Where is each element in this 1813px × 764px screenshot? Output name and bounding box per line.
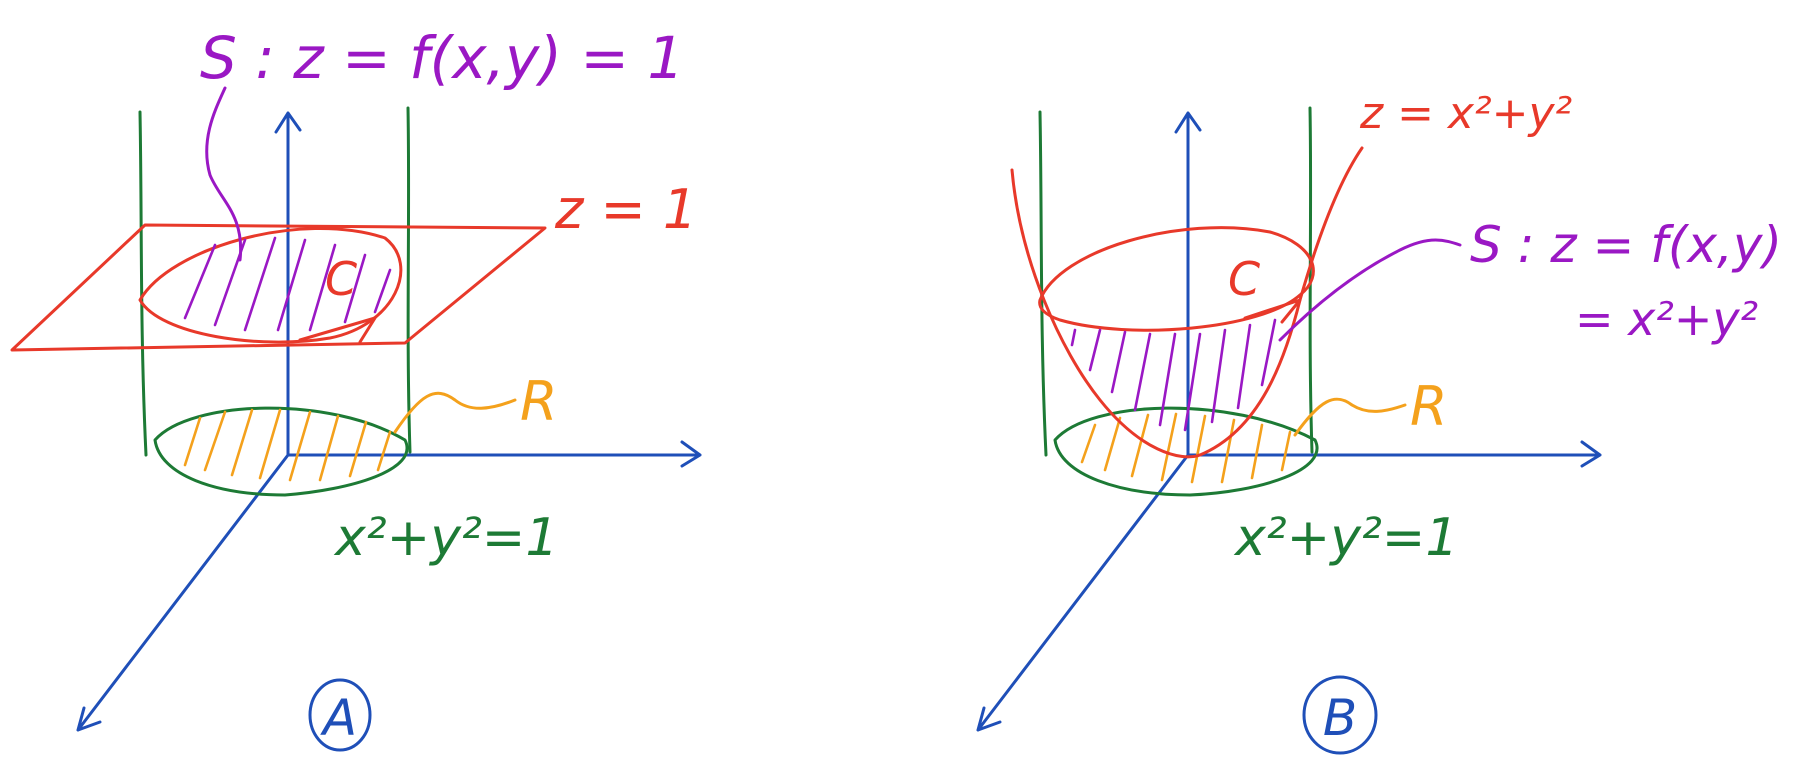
surface-s-label-b: S : z = f(x,y) [1470, 216, 1782, 274]
curve-c-a [138, 227, 403, 344]
paraboloid-label-b: z = x²+y² [1359, 88, 1572, 139]
region-r-hatch-a [183, 408, 392, 482]
y-axis-a [286, 440, 702, 468]
cylinder-label-b: x²+y²=1 [1233, 508, 1458, 568]
panel-a: S : z = f(x,y) = 1 z = 1 C R x²+y²=1 A [10, 24, 702, 752]
panel-b: z = x²+y² S : z = f(x,y) = x²+y² C R x²+… [976, 88, 1782, 755]
axes-b [976, 111, 1602, 732]
panel-b-circle [1302, 675, 1378, 755]
curve-c-arrow-a [298, 316, 377, 344]
region-r-hatch-b [1080, 412, 1292, 484]
panel-a-label: A [320, 689, 357, 747]
surface-s-pointer-a [205, 86, 243, 262]
cylinder-b [1038, 106, 1319, 497]
plane-label-a: z = 1 [554, 178, 697, 241]
surface-s-hatch-b [1070, 318, 1277, 432]
curve-c-arrow-b [1243, 298, 1302, 324]
y-axis-b [1186, 440, 1602, 468]
x-axis-b [976, 453, 1190, 732]
region-r-label-b: R [1410, 375, 1448, 438]
paraboloid-b [1010, 146, 1364, 459]
x-axis-a [76, 453, 290, 732]
region-r-pointer-a [393, 391, 517, 434]
surface-s-label-a: S : z = f(x,y) = 1 [200, 24, 684, 92]
surface-s-pointer-b [1278, 238, 1462, 342]
z-axis-a [274, 111, 302, 457]
cylinder-base-b [1053, 406, 1319, 497]
panel-a-circle [308, 678, 372, 752]
curve-c-label-a: C [325, 252, 357, 306]
curve-c-b [1038, 226, 1315, 332]
panel-b-label: B [1323, 689, 1357, 747]
z-axis-b [1174, 111, 1202, 457]
surface-s-label-b-2: = x²+y² [1575, 292, 1758, 346]
curve-c-label-b: C [1228, 252, 1260, 306]
cylinder-label-a: x²+y²=1 [333, 508, 558, 568]
plane-z1-a [10, 223, 547, 352]
region-r-label-a: R [520, 370, 558, 433]
region-r-pointer-b [1293, 397, 1407, 437]
cylinder-a [138, 106, 412, 497]
cylinder-base-a [153, 406, 409, 497]
